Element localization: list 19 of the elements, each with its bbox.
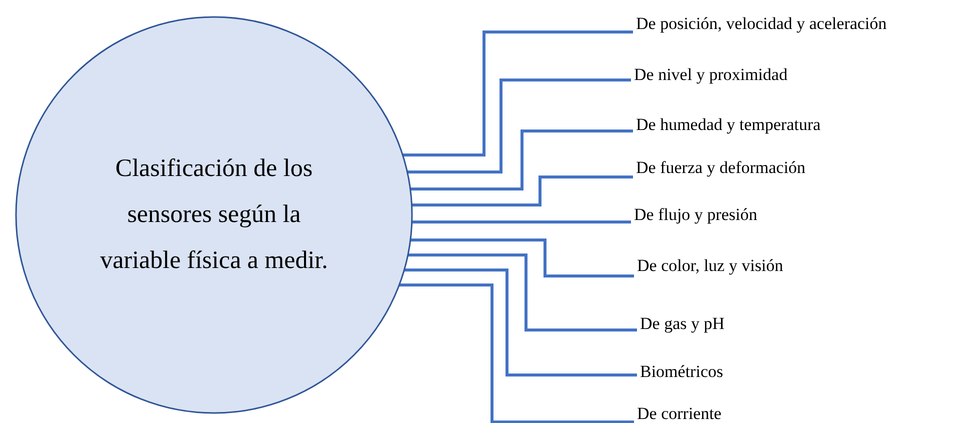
sensor-category-label: De gas y pH [640,314,725,334]
sensor-category-label: De corriente [637,404,722,423]
sensor-category-label: De humedad y temperatura [636,115,821,135]
sensor-category-label: Biométricos [640,362,724,382]
connector-line [410,238,634,278]
sensor-category-label: De fuerza y deformación [636,158,806,178]
sensor-category-label: De posición, velocidad y aceleración [636,14,887,34]
connector-line [407,78,631,174]
connector-line [412,176,633,206]
connector-line [408,254,637,332]
sensor-category-label: De flujo y presión [634,205,758,225]
connector-line [404,268,637,376]
connector-line [410,130,633,190]
connector-line [402,30,633,156]
sensor-category-label: De color, luz y visión [637,256,784,276]
connector-line [399,284,634,423]
connector-line [412,220,631,224]
circle-title: Clasificación de los sensores según la variable física a medir. [99,154,329,276]
sensor-category-label: De nivel y proximidad [634,65,788,85]
